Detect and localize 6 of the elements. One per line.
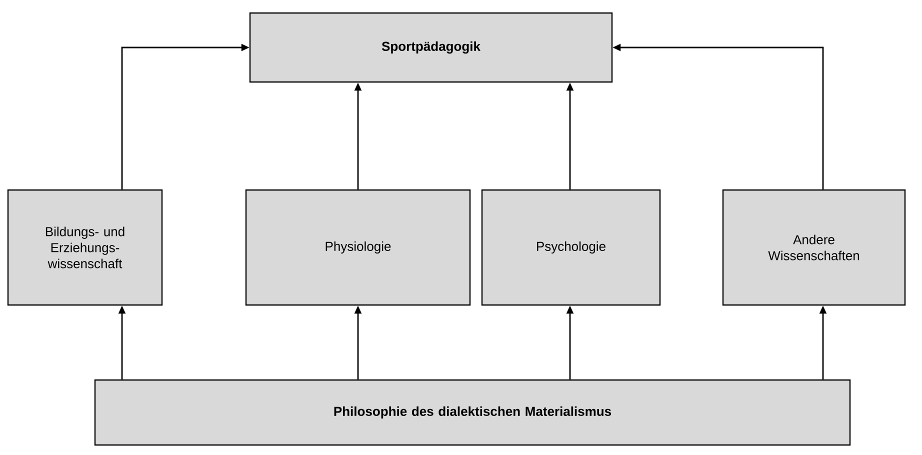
discipline-box: Bildungs- und Erziehungs- wissenschaft bbox=[7, 189, 163, 306]
discipline-box: Andere Wissenschaften bbox=[722, 189, 906, 306]
discipline-box: Psychologie bbox=[481, 189, 661, 306]
title-box: Sportpädagogik bbox=[249, 12, 613, 83]
base-box: Philosophie des dialektischen Materialismus bbox=[94, 379, 851, 446]
discipline-box: Physiologie bbox=[245, 189, 471, 306]
